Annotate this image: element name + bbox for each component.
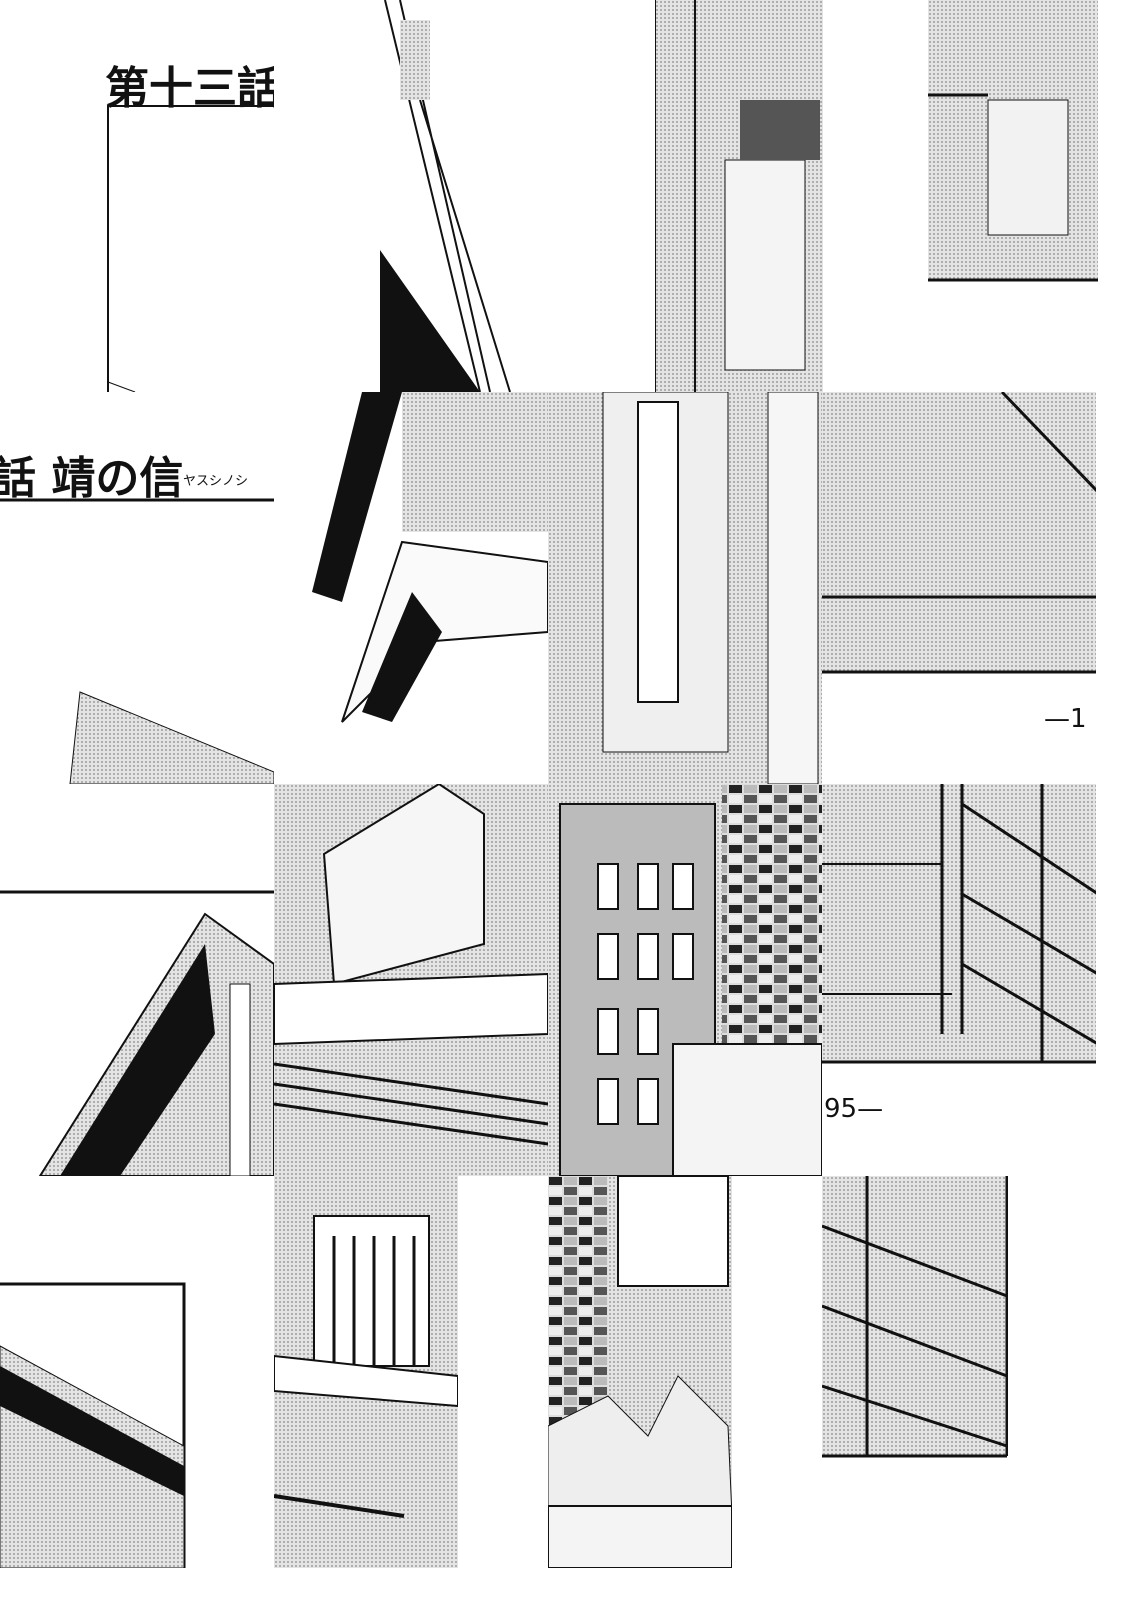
brick-plants-drawing <box>548 1176 732 1568</box>
tile-wall-drawing <box>822 1176 1008 1458</box>
alley-drawing <box>655 0 823 392</box>
roof-corner-drawing <box>0 1282 186 1568</box>
door-drawing <box>548 784 822 1176</box>
entrance-drawing <box>928 0 1098 282</box>
balcony-drawing <box>274 1176 458 1568</box>
tile-brick-wall-plants <box>548 1176 732 1568</box>
window-drawing <box>274 784 548 1176</box>
chapter-subtitle-fragment: ヤスシノシ <box>183 474 249 489</box>
tile-roof-eave <box>380 0 548 392</box>
tile-roof-corner <box>0 1176 274 1568</box>
chapter-title-fragment-2: 話 靖の信 <box>0 453 184 504</box>
tile-entrance-corner <box>928 0 1098 282</box>
tile-window-and-gutter <box>274 784 548 1176</box>
hallway-drawing <box>822 784 1096 1064</box>
tile-wall-floor: —1 <box>822 392 1098 784</box>
tile-side-alley <box>548 392 822 784</box>
panel-frame <box>107 105 274 392</box>
tile-title-panel: 第十三話 <box>0 0 274 392</box>
title-rule-and-roof <box>0 498 274 784</box>
gable-drawing <box>0 890 274 1176</box>
tile-alley-houses <box>655 0 823 392</box>
tile-hallway-wall: 95— <box>822 784 1098 1176</box>
tile-balcony <box>274 1176 458 1568</box>
page-number-fragment-left: —1 <box>1044 704 1087 734</box>
tiled-roof-drawing <box>312 392 548 723</box>
tile-tile-wall <box>822 1176 1008 1458</box>
tile-front-door <box>548 784 822 1176</box>
tile-house-gable <box>0 784 274 1176</box>
tile-title-bottom: 話 靖の信 ヤスシノシ <box>0 392 274 784</box>
roof-drawing <box>380 0 511 392</box>
page-number-fragment-right: 95— <box>824 1094 884 1124</box>
tile-tiled-roof <box>302 392 548 784</box>
side-alley-drawing <box>548 392 822 784</box>
wall-drawing <box>822 392 1096 674</box>
